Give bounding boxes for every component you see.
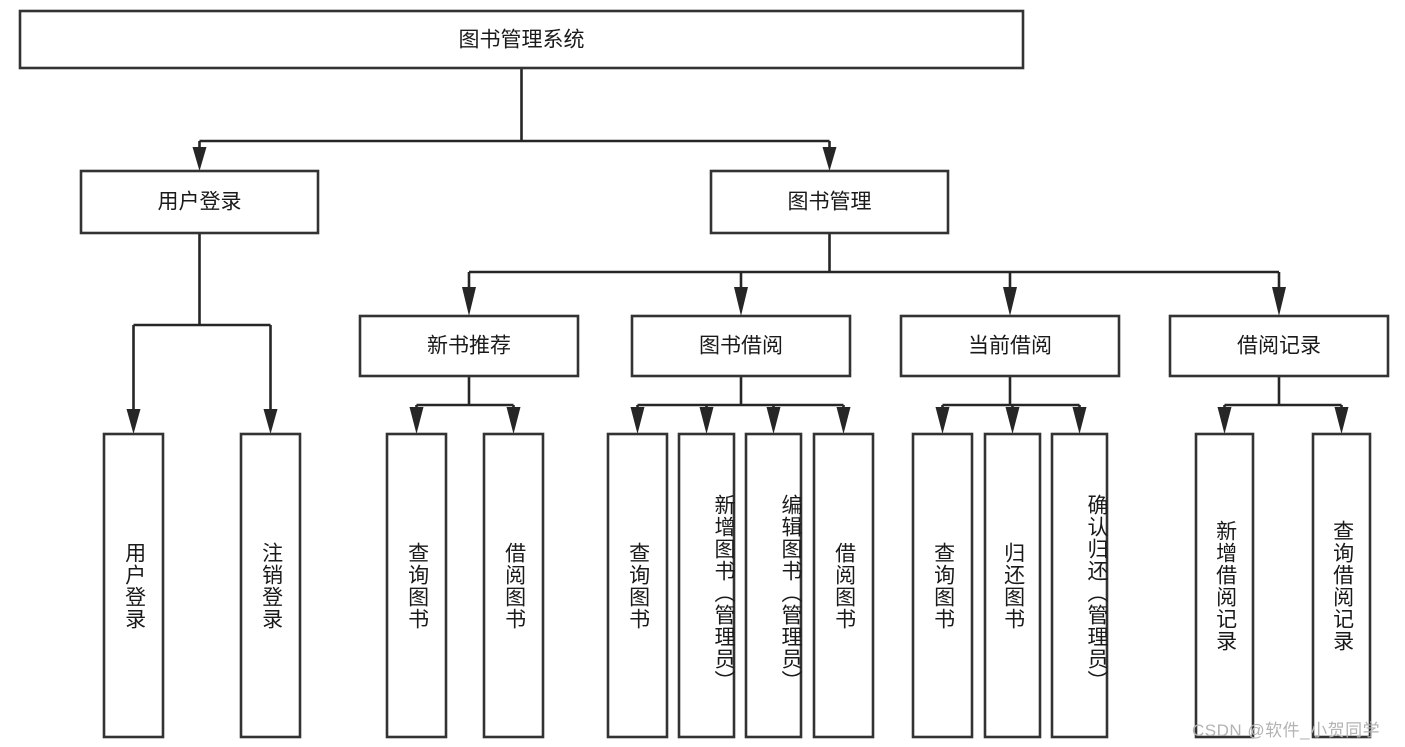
arrowhead-leaf-confirm-return (1072, 407, 1087, 434)
arrowhead-leaf-query-book-borrow (630, 407, 645, 434)
connector-group-current-borrow (935, 376, 1087, 434)
node-box-leaf-add-book[interactable] (677, 432, 736, 739)
node-box-leaf-confirm-return[interactable] (1050, 432, 1109, 739)
node-box-leaf-query-book-borrow[interactable] (606, 432, 669, 739)
arrowhead-leaf-return-book (1005, 407, 1020, 434)
node-box-leaf-borrow-book[interactable] (812, 432, 875, 739)
node-label-user-login: 用户登录 (158, 191, 242, 214)
arrowhead-leaf-query-book-cur (935, 407, 950, 434)
node-box-current-borrow[interactable] (899, 314, 1121, 378)
arrowhead-leaf-add-record (1217, 407, 1232, 434)
arrowhead-leaf-add-book (699, 407, 714, 434)
node-box-borrow-record[interactable] (1168, 314, 1390, 378)
arrowhead-leaf-borrow-book (836, 407, 851, 434)
node-box-book-borrow[interactable] (630, 314, 852, 378)
arrowhead-new-book-recommend (462, 287, 476, 316)
node-box-leaf-return-book[interactable] (983, 432, 1042, 739)
node-box-leaf-borrow-book-rec[interactable] (482, 432, 545, 739)
node-box-leaf-logout[interactable] (239, 432, 302, 739)
arrowhead-leaf-query-book-rec (409, 407, 424, 434)
node-box-leaf-add-record[interactable] (1194, 432, 1255, 739)
arrowhead-borrow-record (1272, 287, 1286, 316)
connector-group-root (192, 68, 837, 171)
node-box-leaf-query-record[interactable] (1311, 432, 1372, 739)
connector-group-book-manage (462, 233, 1286, 316)
arrowhead-leaf-edit-book (766, 407, 781, 434)
node-box-new-book-recommend[interactable] (358, 314, 580, 378)
arrowhead-book-manage (822, 147, 837, 171)
node-label-root: 图书管理系统 (459, 29, 585, 52)
arrowhead-leaf-logout (263, 409, 278, 434)
connector-group-user-login (126, 233, 278, 434)
connector-group-book-borrow (630, 376, 851, 434)
node-label-book-borrow: 图书借阅 (699, 335, 783, 358)
node-label-current-borrow: 当前借阅 (968, 335, 1052, 358)
connector-group-borrow-record (1217, 376, 1349, 434)
arrowhead-leaf-user-login (126, 409, 141, 434)
node-box-leaf-edit-book[interactable] (744, 432, 803, 739)
node-box-leaf-query-book-cur[interactable] (911, 432, 974, 739)
node-box-book-manage[interactable] (709, 169, 950, 235)
connector-group-new-book-recommend (409, 376, 521, 434)
node-label-borrow-record: 借阅记录 (1237, 335, 1321, 358)
node-box-leaf-query-book-rec[interactable] (385, 432, 448, 739)
node-box-user-login[interactable] (79, 169, 320, 235)
arrowhead-leaf-query-record (1334, 407, 1349, 434)
arrowhead-leaf-borrow-book-rec (506, 407, 521, 434)
node-box-leaf-user-login[interactable] (102, 432, 165, 739)
node-label-book-manage: 图书管理 (788, 191, 872, 214)
arrowhead-book-borrow (734, 287, 748, 316)
node-box-root[interactable] (18, 9, 1025, 70)
node-label-new-book-recommend: 新书推荐 (427, 335, 511, 358)
arrowhead-current-borrow (1003, 287, 1017, 316)
arrowhead-user-login (192, 147, 207, 171)
watermark-text: CSDN @软件_小贺同学 (1192, 721, 1381, 740)
